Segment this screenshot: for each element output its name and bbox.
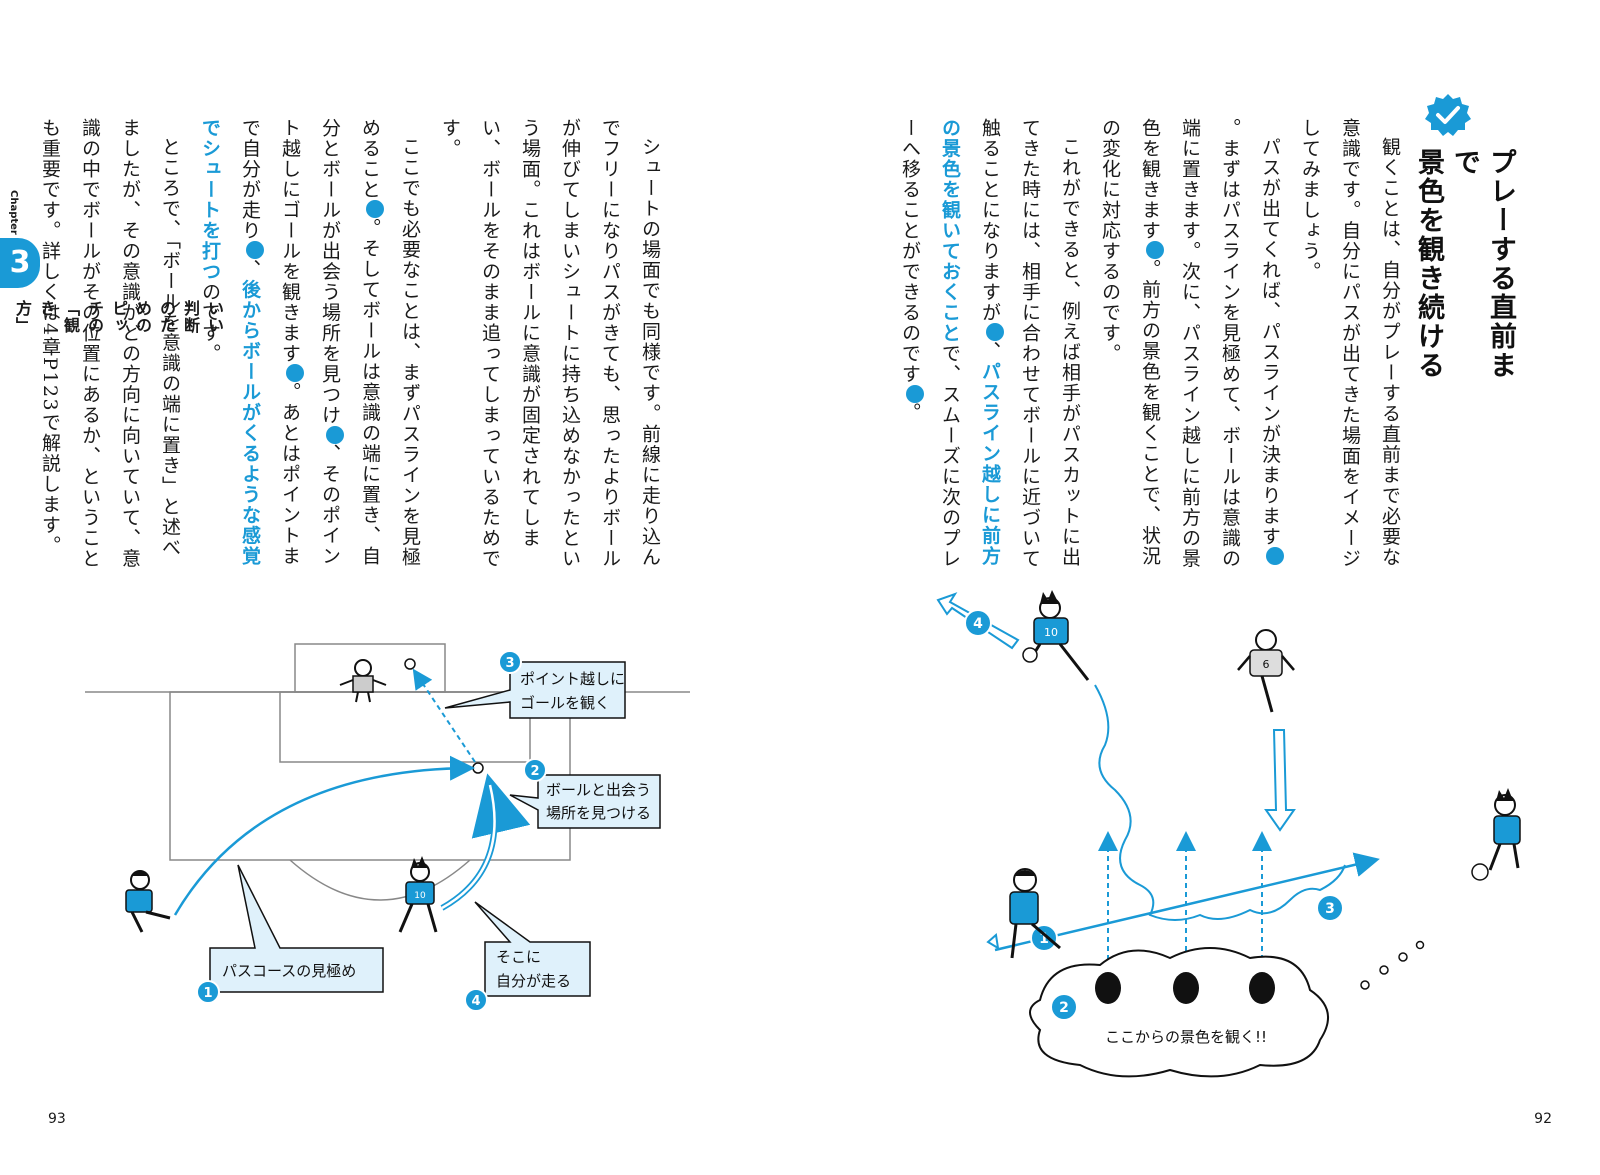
heading-line-2: 景色を観き続ける <box>1413 148 1444 380</box>
chapter-title: いい判断のためのピッチの「観き方」 <box>13 300 224 334</box>
label-4-circle <box>964 609 992 637</box>
right-page: プレーする直前まで 景色を観き続ける 観くことは、自分がプレーする直前まで必要な… <box>800 0 1600 1175</box>
left-paragraph-3: ところで、「ボールを意識の端に置き」と述べましたが、その意識がどの方向に向いてい… <box>39 118 181 569</box>
runner-figure: 10 <box>398 856 438 933</box>
callout-1: 1 パスコースの見極め <box>196 864 384 1004</box>
ball-target <box>404 658 416 670</box>
goalkeeper-figure <box>339 659 387 703</box>
left-page: Chapter 3 いい判断のためのピッチの「観き方」 シュートの場面でも同様で… <box>0 118 690 1127</box>
left-body-text: シュートの場面でも同様です。前線に走り込んでフリーになりパスがきても、思ったより… <box>39 118 670 578</box>
marker-2: 2 <box>1146 241 1174 259</box>
svg-text:3: 3 <box>505 656 514 671</box>
heading-line-1: プレーする直前まで <box>1449 148 1516 380</box>
label-3-circle <box>1316 894 1344 922</box>
right-paragraph-3: これができると、例えば相手がパスカットに出てきた時には、相手に合わせてボールに近… <box>899 118 1081 569</box>
svg-text:パスコースの見極め: パスコースの見極め <box>222 962 356 980</box>
wavy-path <box>1094 684 1346 921</box>
chapter-number: 3 <box>0 238 40 288</box>
svg-text:そこに: そこに <box>496 948 541 966</box>
svg-text:ポイント越しに: ポイント越しに <box>520 670 625 688</box>
cloud-text: ここからの景色を観く!! <box>1105 1028 1267 1046</box>
callout-4: 4 そこに 自分が走る <box>464 901 591 1012</box>
left-paragraph-2: ここでも必要なことは、まずパスラインを見極めること1。そしてボールは意識の端に置… <box>199 118 421 568</box>
page-number-right: 92 <box>1534 1111 1552 1127</box>
marker-3: 3 <box>986 323 1014 341</box>
svg-text:1: 1 <box>1039 931 1049 947</box>
label-2-circle <box>1050 993 1078 1021</box>
marker-1: 1 <box>366 200 394 218</box>
cloud-heads <box>1095 972 1275 1004</box>
ball-meeting-point <box>472 762 484 774</box>
receiver-jersey: 10 <box>1044 626 1058 639</box>
svg-text:ゴールを観く: ゴールを観く <box>520 694 610 712</box>
callout-2: 2 ボールと出会う 場所を見つける <box>509 758 661 829</box>
section-heading: プレーする直前まで 景色を観き続ける <box>1410 148 1518 408</box>
marker-4: 4 <box>246 241 274 259</box>
left-paragraph-1: シュートの場面でも同様です。前線に走り込んでフリーになりパスがきても、思ったより… <box>439 118 661 569</box>
svg-text:1: 1 <box>203 986 212 1001</box>
right-body-text: 観くことは、自分がプレーする直前まで必要な意識です。自分にパスが出てきた場面をイ… <box>890 118 1410 578</box>
defender-figure: 6 <box>1237 629 1295 713</box>
marker-3: 3 <box>286 364 314 382</box>
svg-text:2: 2 <box>530 764 539 779</box>
svg-text:ボールと出会う: ボールと出会う <box>546 781 651 799</box>
chapter-label: Chapter <box>8 190 19 235</box>
pass-curve <box>173 755 475 916</box>
passer-right-figure <box>1471 788 1521 881</box>
highlight-text: 後からボールがくるような感覚でシュートを打つ <box>199 118 261 567</box>
marker-2: 2 <box>326 425 354 444</box>
shooting-diagram: 10 3 ポイント越しに ゴールを観く 2 ボールと出会う 場所を見つける 1 … <box>85 643 690 1012</box>
receiving-diagram: 4 1 3 10 6 <box>936 590 1521 1078</box>
player-left-figure <box>986 868 1061 959</box>
page-number-left: 93 <box>48 1111 66 1127</box>
label-1-circle <box>1030 924 1058 952</box>
svg-text:2: 2 <box>1059 1000 1069 1016</box>
goal-area <box>279 691 531 763</box>
highlight-text: パスライン越しに前方の景色を観いておくこと <box>939 118 1001 567</box>
defender-jersey: 6 <box>1263 658 1270 671</box>
passer-figure <box>125 870 171 933</box>
svg-text:4: 4 <box>973 616 983 632</box>
receiver-figure: 10 <box>1022 590 1090 681</box>
shot-line <box>412 668 476 763</box>
penalty-arc <box>289 859 471 901</box>
marker-1: 1 <box>1266 547 1294 565</box>
marker-4: 4 <box>906 384 934 403</box>
runner-jersey: 10 <box>414 891 426 901</box>
right-paragraph-1: 観くことは、自分がプレーする直前まで必要な意識です。自分にパスが出てきた場面をイ… <box>1299 118 1401 569</box>
defender-arrow <box>1264 729 1296 832</box>
svg-text:3: 3 <box>1325 901 1335 917</box>
svg-text:4: 4 <box>471 994 480 1009</box>
callout-3: 3 ポイント越しに ゴールを観く <box>444 650 626 719</box>
check-badge-icon <box>1425 94 1471 136</box>
right-paragraph-2: パスが出てくれば、パスラインが決まります1。まずはパスラインを見極めて、ボールは… <box>1099 118 1296 569</box>
svg-text:自分が走る: 自分が走る <box>496 972 571 990</box>
svg-text:場所を見つける: 場所を見つける <box>546 804 651 822</box>
